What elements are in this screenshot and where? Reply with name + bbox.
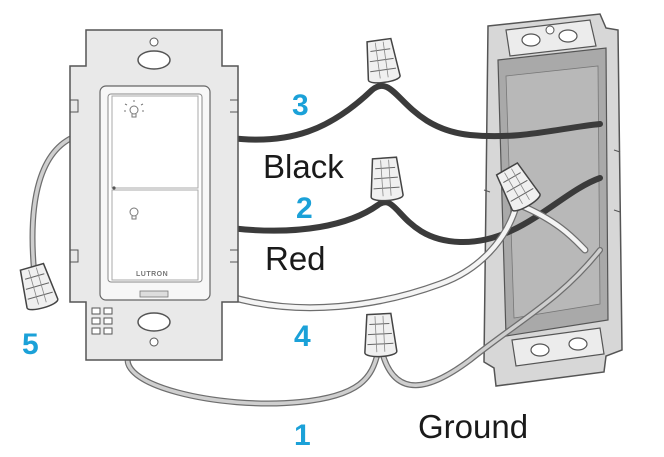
wire-nut-neutral [495, 161, 541, 212]
wire-nut-ground [364, 312, 398, 358]
step-5-label: 5 [22, 328, 39, 361]
light-off-icon [129, 207, 139, 220]
step-4-label: 4 [294, 320, 311, 353]
strap-grid [91, 307, 113, 335]
dimmer-switch: LUTRON [69, 29, 239, 361]
top-button[interactable] [111, 95, 199, 189]
black-wire [227, 82, 603, 143]
ground-wire [124, 247, 603, 407]
ground-wire-label: Ground [418, 408, 528, 445]
wire-nut-red [370, 156, 404, 202]
red-wire-label: Red [265, 240, 326, 277]
wire-nut-pigtail [19, 262, 59, 311]
step-1-label: 1 [294, 419, 311, 452]
brand-label: LUTRON [136, 271, 168, 278]
step-3-label: 3 [292, 89, 309, 122]
pigtail-wire [29, 133, 79, 273]
status-led [112, 186, 116, 190]
wire-nut-black [366, 37, 401, 84]
neutral-wire [224, 201, 589, 312]
light-on-icon [124, 100, 144, 118]
black-wire-label: Black [263, 148, 344, 185]
step-2-label: 2 [296, 192, 313, 225]
bottom-button[interactable] [111, 189, 199, 281]
